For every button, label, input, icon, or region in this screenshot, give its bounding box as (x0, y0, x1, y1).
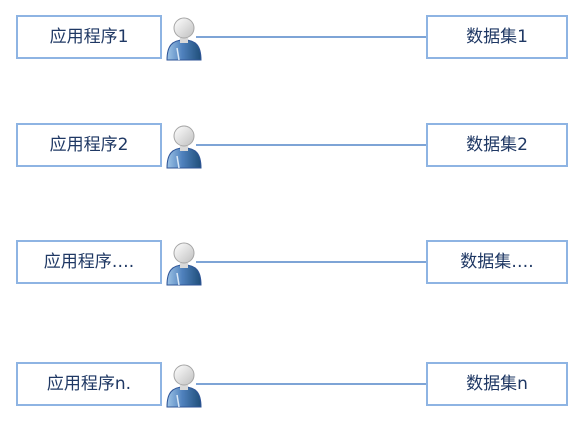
app-dataset-row: 应用程序1 (0, 15, 586, 63)
connector-line (196, 36, 426, 38)
connector-line (196, 383, 426, 385)
application-box: 应用程序n. (16, 362, 162, 406)
user-icon (163, 240, 205, 286)
user-icon (163, 123, 205, 169)
connector-line (196, 261, 426, 263)
dataset-box: 数据集…. (426, 240, 568, 284)
user-icon (163, 362, 205, 408)
app-dataset-row: 应用程序…. (0, 240, 586, 288)
dataset-box: 数据集n (426, 362, 568, 406)
application-box: 应用程序1 (16, 15, 162, 59)
application-box: 应用程序2 (16, 123, 162, 167)
dataset-box: 数据集1 (426, 15, 568, 59)
app-dataset-row: 应用程序n. (0, 362, 586, 410)
application-box: 应用程序…. (16, 240, 162, 284)
dataset-box: 数据集2 (426, 123, 568, 167)
connector-line (196, 144, 426, 146)
app-dataset-row: 应用程序2 (0, 123, 586, 171)
user-icon (163, 15, 205, 61)
